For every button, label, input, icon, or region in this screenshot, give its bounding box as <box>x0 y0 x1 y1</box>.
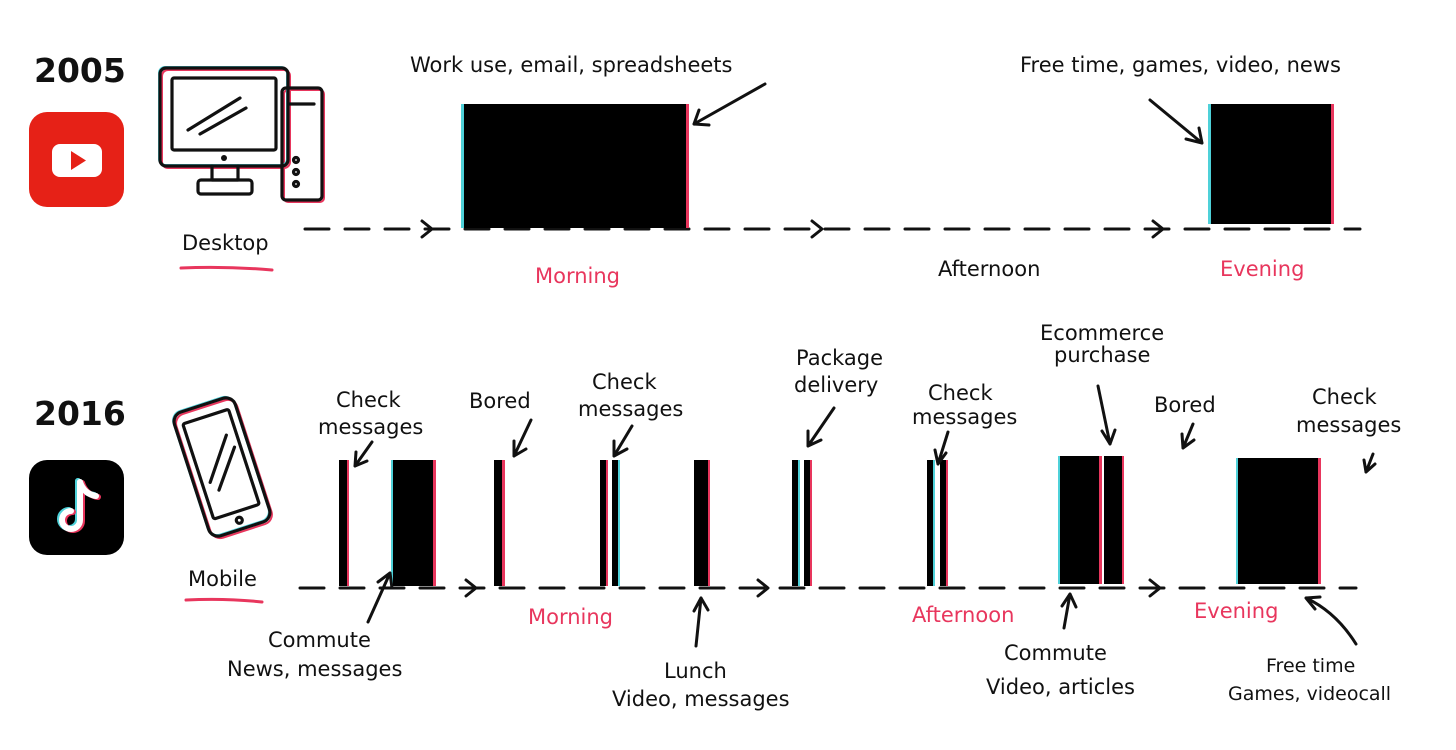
time-evening-2016: Evening <box>1194 599 1278 623</box>
usage-bar-commute-afternoon <box>1058 456 1102 584</box>
youtube-icon <box>29 112 124 207</box>
usage-bar-package-a <box>792 460 800 586</box>
annotation-check-1-line1: Check <box>336 388 401 412</box>
usage-block-work <box>461 104 689 228</box>
annotation-work-use: Work use, email, spreadsheets <box>410 53 732 77</box>
arrow-package <box>806 406 836 448</box>
usage-bar-check-1 <box>339 460 349 586</box>
arrow-free-time-2005 <box>1148 98 1204 145</box>
annotation-check-4-line1: Check <box>1312 385 1377 409</box>
arrow-ecommerce <box>1096 384 1117 446</box>
time-morning-2005: Morning <box>535 264 620 288</box>
time-afternoon-2005: Afternoon <box>938 257 1040 281</box>
year-2016-label: 2016 <box>34 394 126 433</box>
annotation-commute-morning-line1: Commute <box>268 628 371 652</box>
annotation-check-3-line2: messages <box>912 405 1017 429</box>
arrow-check-3 <box>933 430 950 466</box>
annotation-commute-afternoon-line1: Commute <box>1004 641 1107 665</box>
annotation-ecommerce-line1: Ecommerce <box>1040 321 1164 345</box>
annotation-free-time-2016-line1: Free time <box>1266 655 1355 677</box>
arrow-bored-2 <box>1180 422 1196 450</box>
arrow-free-time-2016 <box>1304 595 1358 646</box>
annotation-bored-2: Bored <box>1154 393 1216 417</box>
arrow-check-2 <box>612 424 634 458</box>
arrow-commute-morning <box>366 571 394 624</box>
usage-bar-check-2b <box>612 460 620 586</box>
usage-bar-lunch <box>694 460 710 586</box>
arrow-check-4 <box>1362 452 1377 474</box>
annotation-package-line1: Package <box>796 346 883 370</box>
usage-bar-check-3a <box>927 460 935 586</box>
arrow-bored-1 <box>512 418 533 458</box>
time-afternoon-2016: Afternoon <box>912 603 1014 627</box>
year-2005-label: 2005 <box>34 51 126 90</box>
desktop-computer-icon <box>158 66 325 203</box>
annotation-commute-morning-line2: News, messages <box>227 657 402 681</box>
annotation-check-3-line1: Check <box>928 381 993 405</box>
usage-bar-package-b <box>804 460 812 586</box>
tiktok-icon <box>29 460 124 555</box>
annotation-bored-1: Bored <box>469 389 531 413</box>
usage-bar-free-time-2016 <box>1236 458 1321 584</box>
annotation-package-line2: delivery <box>794 373 878 397</box>
usage-block-free-time <box>1208 104 1334 224</box>
timeline-2016 <box>298 578 1358 598</box>
usage-bar-ecommerce <box>1104 456 1124 584</box>
mobile-phone-icon <box>172 395 273 540</box>
annotation-free-time-2005: Free time, games, video, news <box>1020 53 1341 77</box>
arrow-check-1 <box>353 440 374 468</box>
usage-bars-2016 <box>339 456 1321 586</box>
time-evening-2005: Evening <box>1220 257 1304 281</box>
timeline-2005 <box>303 219 1362 239</box>
arrow-lunch <box>692 596 710 648</box>
annotation-lunch-line2: Video, messages <box>612 687 790 711</box>
annotation-check-2-line2: messages <box>578 397 683 421</box>
desktop-label: Desktop <box>182 231 269 255</box>
arrow-work-use <box>692 82 767 127</box>
annotation-commute-afternoon-line2: Video, articles <box>986 675 1135 699</box>
usage-bar-commute-morning <box>391 460 436 586</box>
annotation-free-time-2016-line2: Games, videocall <box>1228 683 1391 705</box>
mobile-underline <box>184 597 264 604</box>
annotation-check-4-line2: messages <box>1296 413 1401 437</box>
annotation-check-1-line2: messages <box>318 415 423 439</box>
desktop-underline <box>179 265 274 272</box>
annotation-lunch-line1: Lunch <box>664 659 727 683</box>
annotation-ecommerce-line2: purchase <box>1054 343 1150 367</box>
usage-bar-bored-1 <box>494 460 505 586</box>
usage-bar-check-3b <box>940 460 948 586</box>
arrow-commute-afternoon <box>1060 592 1078 630</box>
annotation-check-2-line1: Check <box>592 370 657 394</box>
usage-bar-check-2a <box>600 460 608 586</box>
time-morning-2016: Morning <box>528 605 613 629</box>
mobile-label: Mobile <box>188 567 257 591</box>
